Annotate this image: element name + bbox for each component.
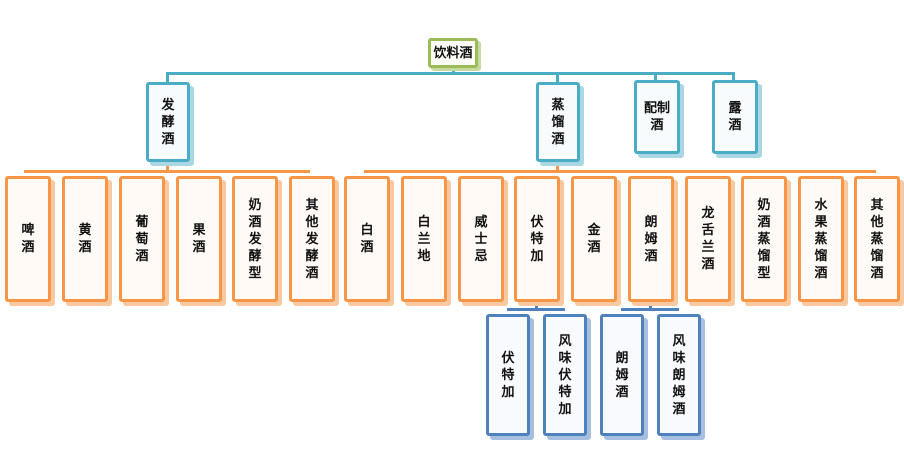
- fermented-item: 葡萄酒: [119, 176, 165, 302]
- distilled-item: 金酒: [571, 176, 617, 302]
- item-label: 风味伏特加: [558, 333, 572, 417]
- vodka-sub-item: 伏特加: [486, 314, 530, 436]
- category-distilled: 蒸馏酒: [536, 82, 580, 162]
- distilled-item: 伏特加: [514, 176, 560, 302]
- connector-lu: [732, 72, 735, 82]
- connector-fermented: [166, 72, 169, 82]
- connector-vodka-down: [535, 303, 538, 311]
- connector-root: [452, 68, 455, 74]
- item-label: 果酒: [192, 223, 206, 255]
- distilled-item: 白酒: [344, 176, 390, 302]
- item-label: 白兰地: [417, 214, 431, 264]
- item-label: 白酒: [360, 223, 374, 255]
- item-label: 朗姆酒: [644, 214, 658, 264]
- item-label: 风味朗姆酒: [672, 333, 686, 417]
- connector-distilled-down: [556, 164, 559, 172]
- connector-distilled-bar: [364, 170, 876, 173]
- fermented-item: 奶酒发酵型: [232, 176, 278, 302]
- connector-vodka-bar: [507, 308, 565, 311]
- category-label: 发酵酒: [161, 97, 175, 147]
- item-label: 其他发酵酒: [305, 197, 319, 281]
- item-label: 黄酒: [78, 223, 92, 255]
- category-prepared: 配制酒: [634, 80, 680, 154]
- connector-level1-bar: [166, 72, 734, 75]
- item-label: 葡萄酒: [135, 214, 149, 264]
- category-label: 蒸馏酒: [551, 97, 565, 147]
- category-label: 配制酒: [643, 101, 670, 133]
- item-label: 奶酒发酵型: [248, 197, 262, 281]
- root-node: 饮料酒: [428, 38, 478, 68]
- rum-sub-item: 风味朗姆酒: [657, 314, 701, 436]
- category-label: 露酒: [728, 101, 742, 133]
- connector-rum-bar: [621, 308, 679, 311]
- item-label: 朗姆酒: [615, 350, 629, 400]
- distilled-item: 朗姆酒: [628, 176, 674, 302]
- connector-fermented-down: [166, 164, 169, 172]
- connector-fermented-bar: [24, 170, 310, 173]
- item-label: 金酒: [587, 223, 601, 255]
- fermented-item: 其他发酵酒: [289, 176, 335, 302]
- distilled-item: 龙舌兰酒: [685, 176, 731, 302]
- distilled-item: 白兰地: [401, 176, 447, 302]
- connector-distilled: [556, 72, 559, 82]
- item-label: 伏特加: [530, 214, 544, 264]
- category-fermented: 发酵酒: [146, 82, 190, 162]
- root-label: 饮料酒: [433, 45, 473, 61]
- item-label: 啤酒: [21, 223, 35, 255]
- connector-prepared: [654, 72, 657, 82]
- distilled-item: 水果蒸馏酒: [798, 176, 844, 302]
- distilled-item: 威士忌: [458, 176, 504, 302]
- rum-sub-item: 朗姆酒: [600, 314, 644, 436]
- item-label: 伏特加: [501, 350, 515, 400]
- item-label: 威士忌: [474, 214, 488, 264]
- item-label: 奶酒蒸馏型: [757, 197, 771, 281]
- distilled-item: 奶酒蒸馏型: [741, 176, 787, 302]
- category-lu: 露酒: [712, 80, 758, 154]
- connector-rum-down: [649, 303, 652, 311]
- fermented-item: 果酒: [176, 176, 222, 302]
- distilled-item: 其他蒸馏酒: [854, 176, 900, 302]
- item-label: 水果蒸馏酒: [814, 197, 828, 281]
- fermented-item: 黄酒: [62, 176, 108, 302]
- vodka-sub-item: 风味伏特加: [543, 314, 587, 436]
- item-label: 其他蒸馏酒: [870, 197, 884, 281]
- item-label: 龙舌兰酒: [701, 206, 715, 272]
- fermented-item: 啤酒: [5, 176, 51, 302]
